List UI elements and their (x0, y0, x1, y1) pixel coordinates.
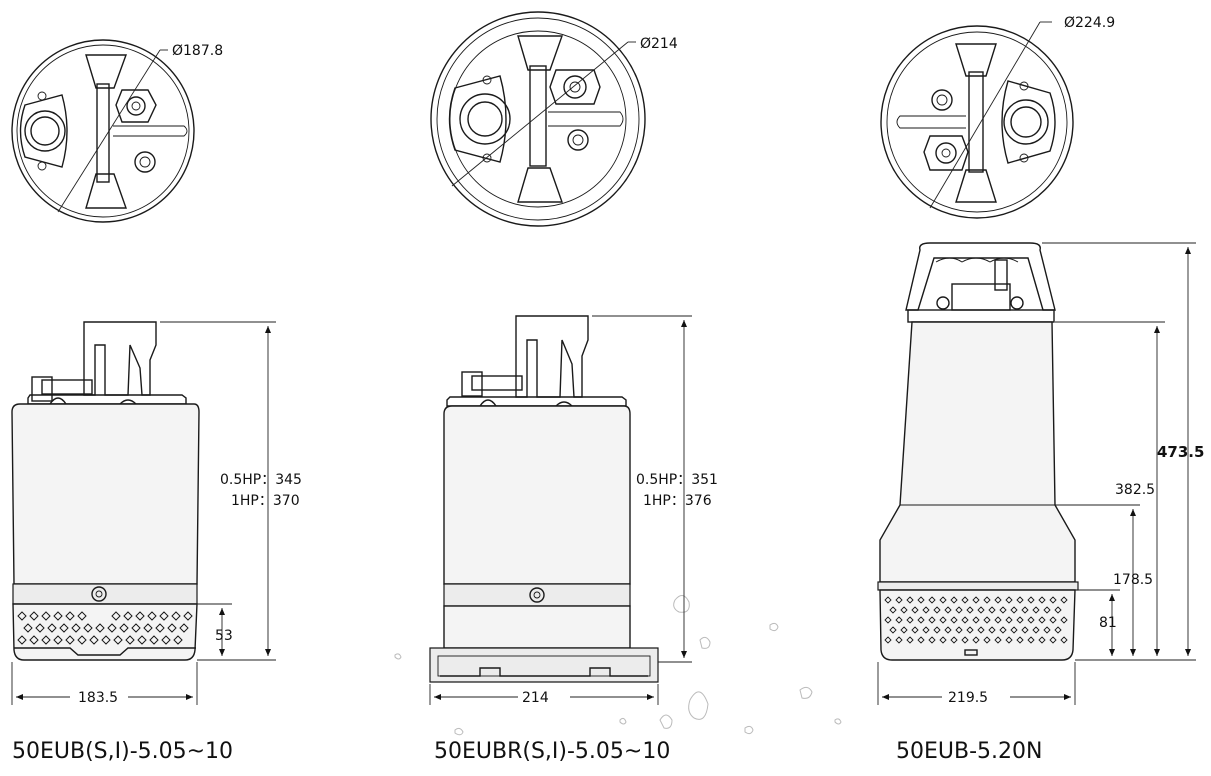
pump-3-model-label: 50EUB-5.20N (896, 739, 1042, 764)
pump-2-diameter-label: Ø214 (640, 36, 678, 52)
pump-1-model-label: 50EUB(S,I)-5.05~10 (12, 739, 233, 764)
pump-2-width-label: 214 (522, 690, 549, 706)
pump-3-diameter-label: Ø224.9 (1064, 15, 1115, 31)
pump-2-height-label-1hp: 1HP：376 (643, 493, 712, 509)
pump-1-strainer-height-label: 53 (215, 628, 233, 644)
pump-2-top-view: Ø214 (430, 11, 678, 227)
pump-2-model-label: 50EUBR(S,I)-5.05~10 (434, 739, 670, 764)
pump-1-strainer-holes (17, 611, 193, 645)
pump-3-top-view: Ø224.9 (880, 15, 1115, 219)
pump-3-side-view: 473.5 382.5 178.5 81 219.5 (877, 242, 1204, 706)
pump-1-height-label-05hp: 0.5HP：345 (220, 472, 302, 488)
pump-1-drawing: Ø187.8 0.5HP：345 1HP (11, 39, 302, 764)
pump-3-width-label: 219.5 (948, 690, 988, 706)
pump-3-strainer-height-label: 81 (1099, 615, 1117, 631)
pump-1-diameter-label: Ø187.8 (172, 43, 223, 59)
pump-1-top-view: Ø187.8 (11, 39, 223, 223)
pump-1-side-view: 0.5HP：345 1HP：370 53 183.5 (11, 321, 302, 706)
pump-3-band-height-label: 178.5 (1113, 572, 1153, 588)
pump-2-side-view: 0.5HP：351 1HP：376 214 (429, 315, 718, 706)
pump-2-drawing: Ø214 0.5HP：351 1HP：376 (429, 11, 718, 764)
pump-3-strainer-holes (884, 596, 1068, 644)
pump-3-body-height-label: 382.5 (1115, 482, 1155, 498)
pump-2-height-label-05hp: 0.5HP：351 (636, 472, 718, 488)
pump-1-width-label: 183.5 (78, 690, 118, 706)
pump-3-drawing: Ø224.9 (877, 15, 1204, 764)
pump-1-height-label-1hp: 1HP：370 (231, 493, 300, 509)
pump-3-total-height-label: 473.5 (1157, 443, 1204, 461)
water-splash-decoration (394, 595, 842, 736)
